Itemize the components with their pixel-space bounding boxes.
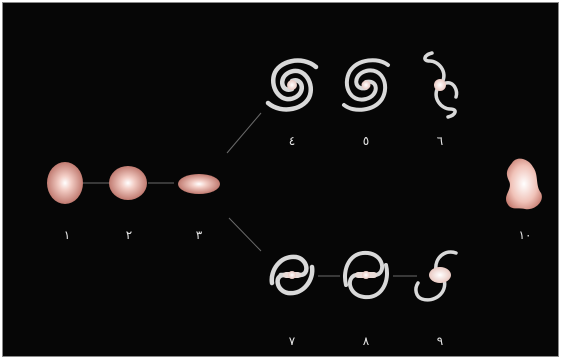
label-10: ١٠ xyxy=(519,228,532,242)
label-1: ١ xyxy=(64,228,70,242)
barred-spiral-galaxy-icon xyxy=(345,253,387,297)
label-4: ٤ xyxy=(289,134,295,148)
label-3: ٣ xyxy=(196,228,203,242)
label-8: ٨ xyxy=(363,334,370,348)
lenticular-galaxy-icon xyxy=(178,174,220,194)
diagram-frame: ١ ٢ ٣ ٤ ٥ ٦ ٧ ٨ ٩ ١٠ xyxy=(2,2,559,357)
open-spiral-galaxy-icon xyxy=(425,53,457,117)
galaxy-classification-diagram: ١ ٢ ٣ ٤ ٥ ٦ ٧ ٨ ٩ ١٠ xyxy=(3,3,559,357)
barred-spiral-galaxy-icon xyxy=(272,257,313,293)
elliptical-galaxy-icon xyxy=(47,162,83,204)
connector-line xyxy=(227,113,261,153)
elliptical-galaxy-icon xyxy=(109,166,147,200)
label-6: ٦ xyxy=(437,134,443,148)
label-7: ٧ xyxy=(289,334,296,348)
label-9: ٩ xyxy=(437,334,443,348)
irregular-galaxy-icon xyxy=(506,159,542,210)
intermediate-spiral-galaxy-icon xyxy=(344,60,388,110)
open-barred-spiral-galaxy-icon xyxy=(416,252,456,300)
tight-spiral-galaxy-icon xyxy=(268,61,316,110)
connector-line xyxy=(229,218,261,251)
label-2: ٢ xyxy=(126,228,132,242)
label-5: ٥ xyxy=(363,134,369,148)
